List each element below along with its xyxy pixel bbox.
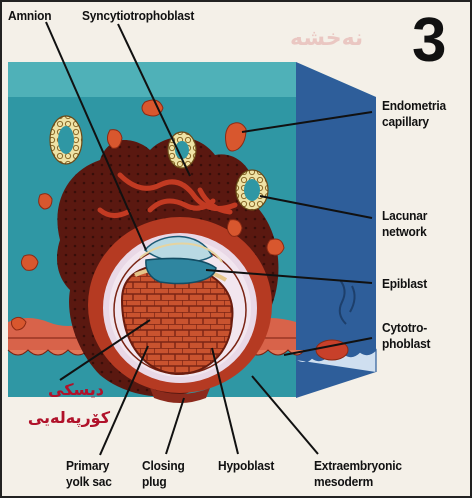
label-lacunar-network-line2: network <box>382 224 427 239</box>
label-endometrial-capillary-line2: capillary <box>382 114 429 129</box>
label-amnion: Amnion <box>8 8 51 23</box>
figure-number: 3 <box>412 6 446 76</box>
label-cytotrophoblast-line2: phoblast <box>382 336 430 351</box>
epiblast-disc <box>146 258 216 283</box>
label-syncytiotrophoblast: Syncytiotrophoblast <box>82 8 194 23</box>
kurdish-label-disc-line2: کۆرپەلەیی <box>28 408 110 427</box>
label-epiblast: Epiblast <box>382 276 427 291</box>
label-extraembryonic-mesoderm-line1: Extraembryonic <box>314 458 402 473</box>
label-primary-yolk-sac-line2: yolk sac <box>66 474 112 489</box>
label-hypoblast: Hypoblast <box>218 458 274 473</box>
label-lacunar-network-line1: Lacunar <box>382 208 427 223</box>
label-extraembryonic-mesoderm-line2: mesoderm <box>314 474 373 489</box>
label-closing-plug-line1: Closing <box>142 458 185 473</box>
label-primary-yolk-sac-line1: Primary <box>66 458 109 473</box>
faint-header-text: نەخشە <box>290 26 363 51</box>
label-cytotrophoblast-line1: Cytotro- <box>382 320 427 335</box>
label-endometrial-capillary-line1: Endometria <box>382 98 446 113</box>
kurdish-label-disc-line1: دیسکی <box>48 380 104 399</box>
label-closing-plug-line2: plug <box>142 474 167 489</box>
endometrium-front-face-top <box>8 62 296 97</box>
